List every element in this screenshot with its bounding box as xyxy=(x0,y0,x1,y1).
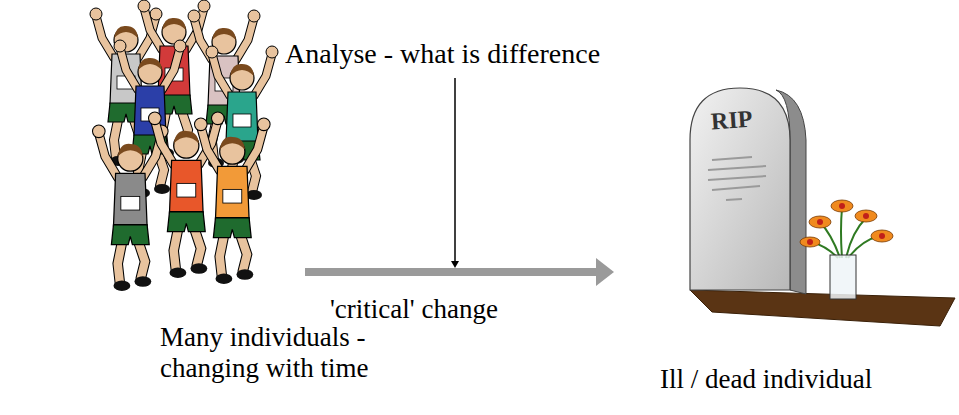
vase xyxy=(830,255,856,299)
grave-ground xyxy=(690,290,955,326)
arrow-label: 'critical' change xyxy=(330,294,570,325)
outcome-caption: Ill / dead individual xyxy=(660,364,950,395)
runners-group xyxy=(90,0,278,291)
flower-centres xyxy=(807,203,885,245)
runner-figure xyxy=(93,125,169,291)
question-label: Analyse - what is difference xyxy=(285,38,705,70)
runner-figure xyxy=(195,118,271,284)
pointer-line xyxy=(454,78,456,262)
change-arrow-shaft xyxy=(305,268,597,276)
tombstone-inscription xyxy=(708,157,766,200)
flower-stems xyxy=(812,208,880,258)
runner-figure xyxy=(149,112,225,278)
pointer-head xyxy=(451,261,459,268)
tombstone xyxy=(690,88,790,290)
grave-illustration xyxy=(690,88,955,326)
change-arrow-head xyxy=(596,258,614,286)
flower-heads xyxy=(800,200,893,247)
tombstone-inscription-text: RIP xyxy=(710,104,782,136)
group-caption: Many individuals - changing with time xyxy=(160,322,410,384)
